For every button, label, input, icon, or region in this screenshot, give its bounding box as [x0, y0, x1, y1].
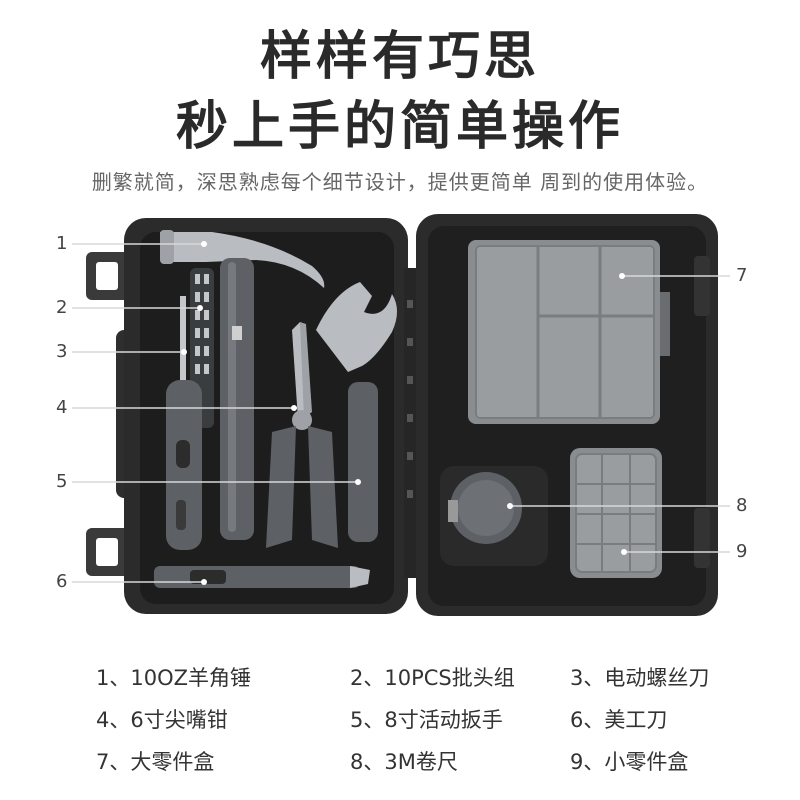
hammer: [160, 230, 325, 540]
legend-item: 4、6寸尖嘴钳: [96, 708, 228, 732]
callout-1: 1: [56, 233, 68, 254]
legend-item: 1、10OZ羊角锤: [96, 666, 251, 690]
callout-6: 6: [56, 571, 68, 592]
legend-item: 3、电动螺丝刀: [570, 666, 710, 690]
legend-item: 5、8寸活动扳手: [350, 708, 503, 732]
callout-5: 5: [56, 471, 68, 492]
callout-8: 8: [736, 495, 748, 516]
case-hinge: [404, 268, 416, 578]
utility-knife: [154, 566, 370, 588]
large-parts-box: [468, 240, 670, 424]
latch-bottom: [86, 528, 130, 576]
subtitle: 删繁就简，深思熟虑每个细节设计，提供更简单 周到的使用体验。: [91, 170, 709, 194]
small-parts-box: [570, 448, 662, 578]
callout-3: 3: [56, 341, 68, 362]
callout-9: 9: [736, 541, 748, 562]
callout-7: 7: [736, 265, 748, 286]
legend-item: 9、小零件盒: [570, 750, 689, 774]
adjustable-wrench: [316, 282, 397, 542]
callout-leaders: [72, 241, 730, 585]
toolbox-illustration: [72, 214, 730, 616]
legend-item: 6、美工刀: [570, 708, 668, 732]
pliers: [266, 322, 338, 548]
headline-line-2: 秒上手的简单操作: [175, 97, 624, 157]
callout-4: 4: [56, 397, 68, 418]
legend-item: 2、10PCS批头组: [350, 666, 515, 690]
callout-2: 2: [56, 297, 68, 318]
headline-line-1: 样样有巧思: [259, 27, 540, 87]
tape-measure: [440, 466, 548, 566]
legend-item: 8、3M卷尺: [350, 750, 458, 774]
legend-item: 7、大零件盒: [96, 750, 215, 774]
latch-top: [86, 252, 130, 300]
electric-screwdriver: [166, 296, 202, 550]
